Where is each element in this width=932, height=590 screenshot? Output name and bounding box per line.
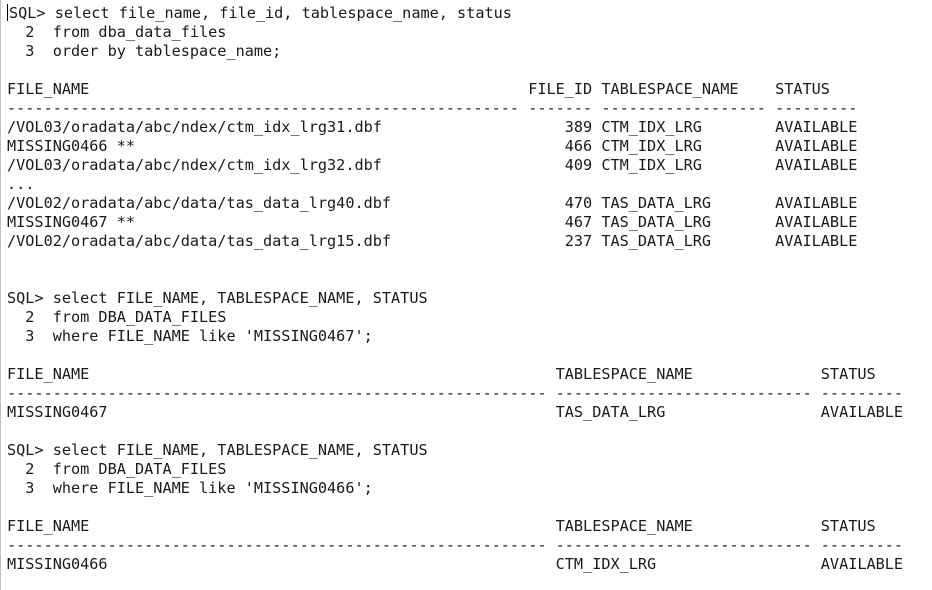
result-separator: ----------------------------------------…: [7, 99, 858, 117]
result-separator: ----------------------------------------…: [7, 384, 904, 402]
result-row: /VOL02/oradata/abc/data/tas_data_lrg15.d…: [7, 232, 858, 250]
terminal-line: [7, 270, 932, 289]
result-row: /VOL03/oradata/abc/ndex/ctm_idx_lrg32.db…: [7, 156, 858, 174]
result-row: MISSING0466 CTM_IDX_LRG AVAILABLE: [7, 555, 904, 573]
terminal-line: 2 from DBA_DATA_FILES: [7, 308, 227, 326]
result-header: FILE_NAME TABLESPACE_NAME STATUS: [7, 517, 876, 535]
terminal-line: [7, 61, 932, 80]
terminal-line: SQL> select file_name, file_id, tablespa…: [7, 4, 512, 22]
result-row: /VOL03/oradata/abc/ndex/ctm_idx_lrg31.db…: [7, 118, 858, 136]
terminal-line: 3 order by tablespace_name;: [7, 42, 282, 60]
terminal-line: SQL> select FILE_NAME, TABLESPACE_NAME, …: [7, 289, 428, 307]
result-header: FILE_NAME FILE_ID TABLESPACE_NAME STATUS: [7, 80, 830, 98]
result-row: /VOL02/oradata/abc/data/tas_data_lrg40.d…: [7, 194, 858, 212]
result-separator: ----------------------------------------…: [7, 536, 904, 554]
terminal-line: 2 from DBA_DATA_FILES: [7, 460, 227, 478]
terminal-line: [7, 498, 932, 517]
terminal-line: [7, 251, 932, 270]
text-cursor: [7, 4, 8, 21]
result-row: ...: [7, 175, 35, 193]
terminal-line: 3 where FILE_NAME like 'MISSING0467';: [7, 327, 373, 345]
terminal-line: [7, 422, 932, 441]
result-row: MISSING0466 ** 466 CTM_IDX_LRG AVAILABLE: [7, 137, 858, 155]
result-header: FILE_NAME TABLESPACE_NAME STATUS: [7, 365, 876, 383]
result-row: MISSING0467 TAS_DATA_LRG AVAILABLE: [7, 403, 904, 421]
terminal-line: SQL> select FILE_NAME, TABLESPACE_NAME, …: [7, 441, 428, 459]
terminal-line: 3 where FILE_NAME like 'MISSING0466';: [7, 479, 373, 497]
result-row: MISSING0467 ** 467 TAS_DATA_LRG AVAILABL…: [7, 213, 858, 231]
terminal-line: [7, 346, 932, 365]
terminal-line: 2 from dba_data_files: [7, 23, 227, 41]
